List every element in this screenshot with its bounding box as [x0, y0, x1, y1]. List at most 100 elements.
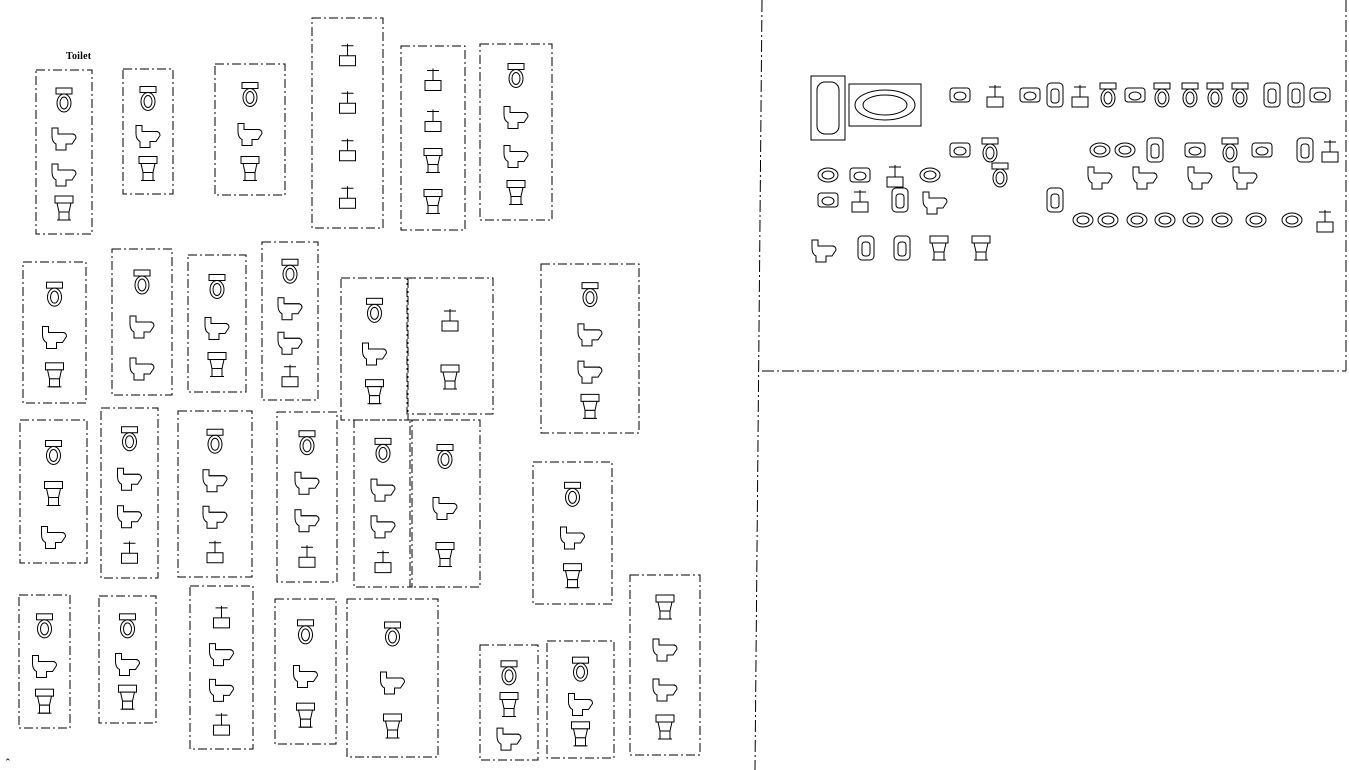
symbol-block: [560, 481, 586, 589]
toilet-icon: [281, 258, 299, 284]
symbol-block-frame: [35, 69, 93, 235]
toilet-tank-icon: [571, 721, 590, 747]
fixture-library: [810, 75, 1339, 263]
toilet-tank-icon: [383, 713, 402, 739]
sheet-dividers: [754, 0, 1347, 770]
toilet-tank-icon: [207, 352, 227, 377]
sink-icon: [1251, 142, 1273, 158]
toilet-icon: [294, 509, 320, 533]
faucet-icon: [339, 43, 356, 67]
toilet-icon: [121, 426, 138, 452]
ucs-axis-icon: ⌃: [4, 758, 12, 768]
symbol-block: [423, 68, 443, 214]
symbol-block-frame: [261, 241, 319, 401]
urinal-icon: [1287, 82, 1305, 108]
bathtub-icon: [848, 83, 922, 127]
sink-icon: [919, 167, 941, 183]
toilet-icon: [129, 315, 155, 339]
symbol-block: [496, 660, 522, 751]
block-symbols: [32, 43, 1339, 751]
toilet-icon: [436, 444, 454, 469]
sink-icon: [849, 167, 871, 183]
toilet-tank-icon: [45, 362, 64, 388]
bathtub-icon: [810, 75, 846, 141]
symbol-block: [41, 440, 67, 549]
toilet-tank-icon: [506, 180, 526, 205]
faucet-icon: [374, 550, 392, 574]
symbol-block: [440, 309, 460, 390]
toilet-icon: [51, 163, 77, 187]
symbol-block: [277, 258, 303, 388]
toilet-icon: [202, 469, 228, 493]
urinal-icon: [891, 187, 909, 213]
toilet-icon: [1221, 137, 1239, 163]
sink-icon: [1126, 212, 1148, 228]
toilet-icon: [581, 282, 599, 308]
faucet-icon: [424, 68, 442, 91]
toilet-icon: [1187, 166, 1213, 190]
toilet-icon: [46, 281, 63, 307]
symbol-block: [129, 269, 155, 381]
symbol-block-frame: [311, 17, 384, 229]
symbol-block-frame: [406, 277, 494, 415]
toilet-icon: [384, 621, 401, 647]
symbol-block: [370, 437, 396, 574]
toilet-tank-icon: [423, 189, 443, 214]
toilet-tank-icon: [655, 594, 675, 620]
symbol-block: [135, 86, 161, 181]
toilet-icon: [432, 497, 458, 520]
toilet-icon: [277, 331, 303, 355]
toilet-icon: [1232, 166, 1258, 190]
toilet-icon: [297, 619, 314, 645]
symbol-block-frame: [629, 574, 701, 756]
toilet-icon: [36, 613, 53, 639]
toilet-tank-icon: [296, 702, 315, 728]
toilet-icon: [298, 430, 316, 456]
faucet-icon: [213, 713, 230, 736]
urinal-icon: [1046, 82, 1064, 108]
toilet-tank-icon: [440, 364, 460, 390]
toilet-icon: [811, 239, 837, 263]
toilet-icon: [32, 655, 58, 678]
symbol-block-frame: [214, 63, 286, 196]
toilet-icon: [209, 678, 235, 702]
faucet-icon: [886, 165, 904, 188]
toilet-icon: [206, 428, 224, 454]
faucet-icon: [339, 138, 356, 162]
toilet-icon: [294, 471, 320, 495]
urinal-icon: [1146, 137, 1164, 163]
faucet-icon: [281, 364, 299, 388]
toilet-icon: [129, 357, 155, 381]
symbol-block: [51, 87, 77, 221]
faucet-icon: [339, 91, 356, 114]
toilet-icon: [293, 665, 319, 688]
toilet-icon: [971, 235, 991, 261]
toilet-icon: [374, 437, 392, 463]
symbol-block-frame: [409, 419, 481, 588]
symbol-block-frame: [18, 594, 71, 729]
sink-icon: [949, 87, 971, 103]
faucet-icon: [1321, 140, 1339, 163]
toilet-tank-icon: [54, 195, 74, 221]
sink-icon: [1124, 87, 1146, 103]
toilet-icon: [117, 505, 143, 529]
faucet-icon: [121, 541, 138, 564]
toilet-icon: [1153, 82, 1171, 108]
symbol-block-frame: [100, 407, 159, 579]
toilet-icon: [1231, 82, 1249, 108]
symbol-block: [362, 297, 388, 405]
symbol-block-frame: [532, 461, 613, 605]
symbol-block: [293, 619, 319, 728]
sink-icon: [1019, 87, 1041, 103]
faucet-icon: [424, 109, 442, 132]
toilet-icon: [362, 342, 388, 366]
sink-icon: [1309, 87, 1331, 103]
symbol-block-frame: [276, 411, 338, 583]
sink-icon: [1211, 212, 1233, 228]
toilet-icon: [370, 478, 396, 502]
toilet-tank-icon: [435, 542, 455, 567]
sink-icon: [1097, 212, 1119, 228]
toilet-tank-icon: [138, 156, 158, 181]
sink-icon: [1245, 212, 1267, 228]
urinal-icon: [1296, 137, 1314, 163]
